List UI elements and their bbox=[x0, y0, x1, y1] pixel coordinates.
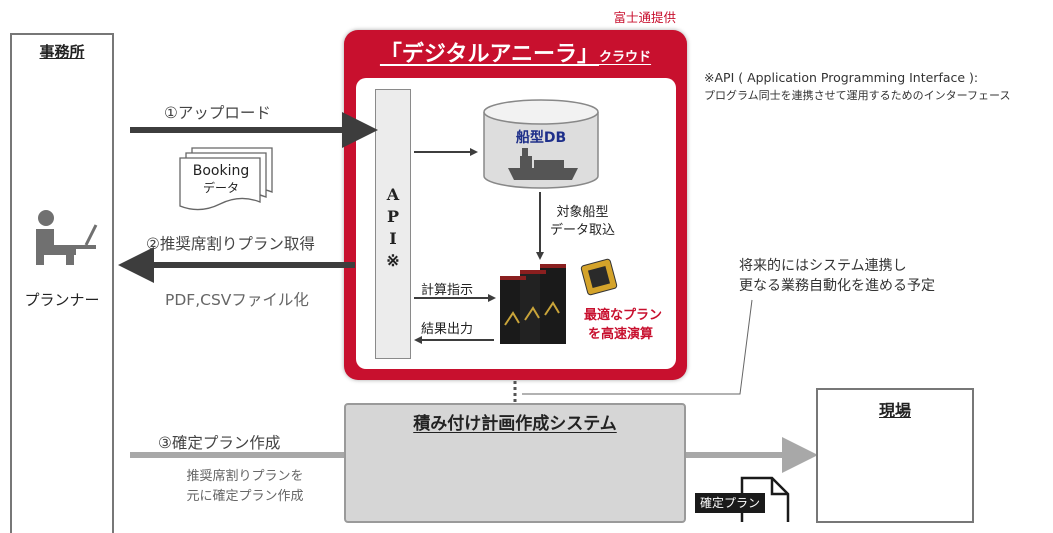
planner-icon bbox=[36, 210, 98, 265]
calc-label-line1: 最適なプラン bbox=[584, 308, 663, 323]
create-plan-desc-line1: 推奨席割りプランを bbox=[186, 469, 304, 484]
diagram-arrows bbox=[118, 99, 934, 522]
booking-document-icon bbox=[179, 147, 273, 211]
api-letter-a: A bbox=[386, 185, 400, 204]
future-callout-line bbox=[522, 299, 753, 395]
system-title-text: 積み付け計画作成システム bbox=[413, 414, 617, 434]
cloud-title: 「デジタルアニーラ」クラウド bbox=[344, 36, 687, 68]
future-note-line1: 将来的にはシステム連携し bbox=[739, 258, 907, 274]
planner-label: プランナー bbox=[24, 291, 100, 309]
fetch-label-line2: データ取込 bbox=[550, 223, 616, 238]
create-plan-desc: 推奨席割りプランを 元に確定プラン作成 bbox=[150, 467, 340, 507]
create-plan-desc-line2: 元に確定プラン作成 bbox=[186, 489, 304, 504]
api-label: A P I ※ bbox=[375, 184, 411, 272]
cloud-suffix: クラウド bbox=[599, 50, 652, 65]
fetch-label-line1: 対象船型 bbox=[556, 205, 609, 220]
api-note: ※API ( Application Programming Interface… bbox=[704, 69, 1049, 105]
create-plan-label: ③確定プラン作成 bbox=[158, 434, 281, 452]
api-letter-i: I bbox=[389, 229, 397, 248]
api-letter-note: ※ bbox=[386, 251, 400, 270]
get-plan-label: ②推奨席割りプラン取得 bbox=[146, 235, 315, 253]
site-box bbox=[816, 388, 974, 523]
vendor-label: 富士通提供 bbox=[613, 10, 676, 25]
api-note-line2: プログラム同士を連携させて運用するためのインターフェース bbox=[704, 89, 1011, 102]
calc-label-line2: を高速演算 bbox=[588, 327, 654, 342]
api-note-line1: ※API ( Application Programming Interface… bbox=[704, 70, 979, 85]
chip-icon bbox=[580, 258, 618, 296]
future-note: 将来的にはシステム連携し 更なる業務自動化を進める予定 bbox=[739, 256, 935, 296]
booking-label: Booking データ bbox=[180, 163, 262, 197]
office-title: 事務所 bbox=[39, 43, 85, 61]
system-title: 積み付け計画作成システム bbox=[344, 409, 686, 434]
future-note-line2: 更なる業務自動化を進める予定 bbox=[739, 278, 935, 294]
file-output-label: PDF,CSVファイル化 bbox=[165, 291, 309, 309]
office-box bbox=[10, 33, 114, 533]
database-label: 船型DB bbox=[515, 130, 567, 146]
site-title: 現場 bbox=[878, 401, 911, 420]
fetch-label: 対象船型 データ取込 bbox=[550, 204, 615, 240]
upload-label: ①アップロード bbox=[164, 104, 271, 122]
confirmed-plan-label: 確定プラン bbox=[695, 493, 765, 513]
cloud-brand: 「デジタルアニーラ」 bbox=[379, 42, 600, 67]
server-rack-icon bbox=[500, 264, 566, 344]
booking-label-line1: Booking bbox=[192, 163, 250, 179]
result-label: 結果出力 bbox=[421, 322, 474, 337]
system-box bbox=[344, 403, 686, 523]
calc-label: 最適なプラン を高速演算 bbox=[584, 306, 662, 344]
instruct-label: 計算指示 bbox=[421, 283, 474, 298]
booking-label-line2: データ bbox=[202, 181, 239, 195]
ship-icon bbox=[508, 148, 578, 180]
api-bar bbox=[375, 89, 411, 359]
api-letter-p: P bbox=[386, 207, 400, 226]
